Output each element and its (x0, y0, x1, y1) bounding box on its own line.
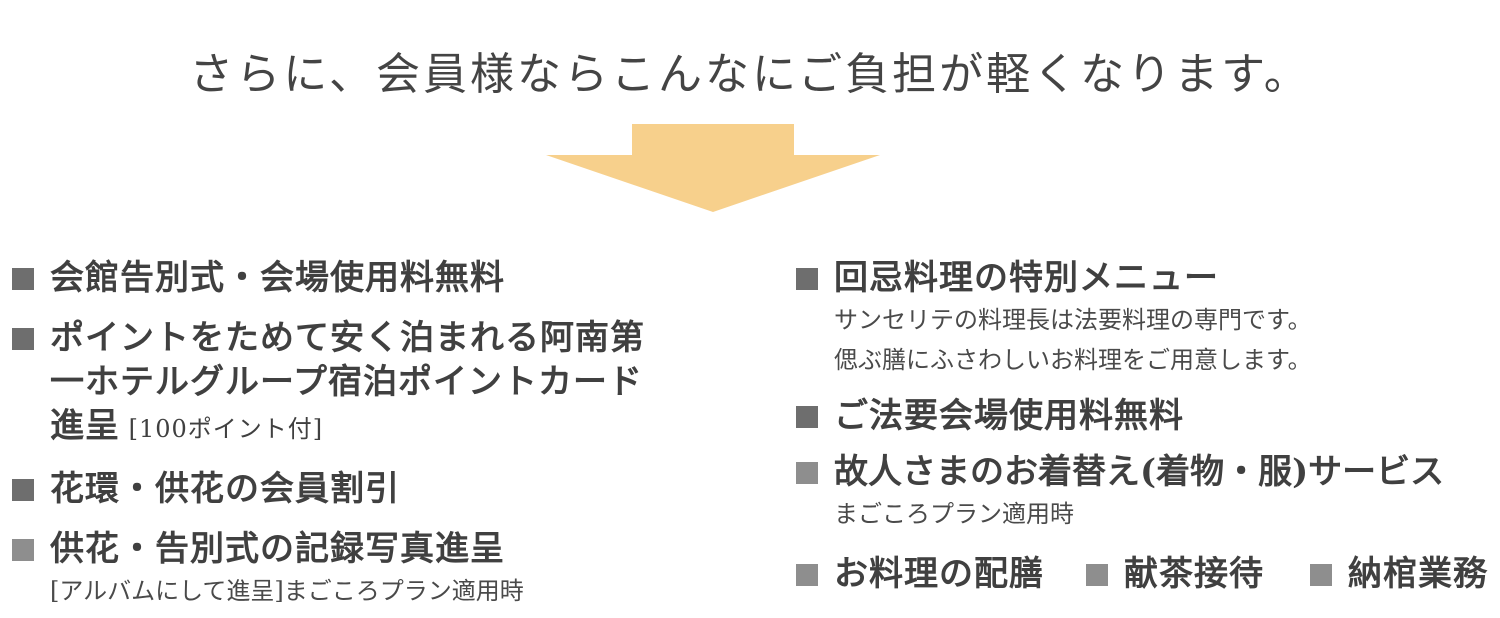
square-bullet-icon (796, 564, 818, 586)
service-list: お料理の配膳 献茶接待 納棺業務 (796, 552, 1500, 596)
square-bullet-icon (12, 479, 34, 501)
service-title: お料理の配膳 (834, 554, 1044, 594)
benefit-item: ご法要会場使用料無料 (796, 394, 1500, 438)
benefit-title-text: 進呈 (50, 406, 120, 446)
benefit-item: 供花・告別式の記録写真進呈 [アルバムにして進呈]まごころプラン適用時 (12, 527, 752, 611)
square-bullet-icon (12, 268, 34, 290)
benefit-item: 会館告別式・会場使用料無料 (12, 256, 752, 300)
benefit-title: 故人さまのお着替え(着物・服)サービス (834, 452, 1445, 492)
benefit-title: 会館告別式・会場使用料無料 (50, 258, 505, 298)
benefit-title-line: ポイントをためて安く泊まれる阿南第 (50, 318, 645, 358)
benefit-title: 供花・告別式の記録写真進呈 (50, 529, 505, 569)
service-item: 献茶接待 (1086, 552, 1264, 596)
square-bullet-icon (12, 328, 34, 350)
square-bullet-icon (1086, 564, 1108, 586)
benefit-title: 回忌料理の特別メニュー (834, 258, 1219, 298)
service-item: お料理の配膳 (796, 552, 1044, 596)
service-title: 納棺業務 (1348, 554, 1488, 594)
benefit-item: ポイントをためて安く泊まれる阿南第 一ホテルグループ宿泊ポイントカード 進呈 [… (12, 316, 752, 451)
service-item: 納棺業務 (1310, 552, 1488, 596)
left-benefits-column: 会館告別式・会場使用料無料 ポイントをためて安く泊まれる阿南第 一ホテルグループ… (12, 256, 752, 611)
benefit-title: 花環・供花の会員割引 (50, 469, 400, 509)
benefit-subtext: まごころプラン適用時 (834, 500, 1074, 528)
benefit-item: 故人さまのお着替え(着物・服)サービス まごころプラン適用時 (796, 450, 1500, 534)
service-title: 献茶接待 (1124, 554, 1264, 594)
right-benefits-column: 回忌料理の特別メニュー サンセリテの料理長は法要料理の専門です。 偲ぶ膳にふさわ… (796, 256, 1500, 596)
benefit-note: [100ポイント付] (120, 415, 324, 443)
benefit-title-line: 進呈 [100ポイント付] (50, 404, 752, 451)
down-arrow-icon (546, 124, 880, 212)
benefit-item: 回忌料理の特別メニュー サンセリテの料理長は法要料理の専門です。 偲ぶ膳にふさわ… (796, 256, 1500, 380)
square-bullet-icon (1310, 564, 1332, 586)
page-headline: さらに、会員様ならこんなにご負担が軽くなります。 (189, 49, 1311, 100)
benefit-subtext: サンセリテの料理長は法要料理の専門です。 (834, 306, 1312, 334)
benefit-title-line: 一ホテルグループ宿泊ポイントカード (50, 362, 643, 402)
benefit-subtext: 偲ぶ膳にふさわしいお料理をご用意します。 (834, 346, 1312, 374)
square-bullet-icon (12, 539, 34, 561)
benefit-item: 花環・供花の会員割引 (12, 467, 752, 511)
square-bullet-icon (796, 462, 818, 484)
benefit-subtext: [アルバムにして進呈]まごころプラン適用時 (50, 577, 524, 605)
square-bullet-icon (796, 268, 818, 290)
benefit-title: ご法要会場使用料無料 (834, 396, 1184, 436)
square-bullet-icon (796, 406, 818, 428)
